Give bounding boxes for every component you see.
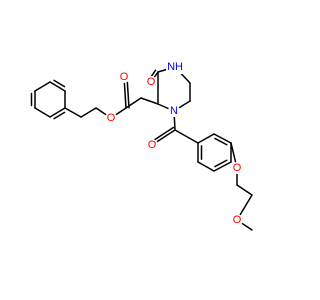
atom-o-methoxy: O (231, 214, 243, 226)
bond-8 (34, 81, 51, 92)
molecule-canvas: O O O NH N O O (30, 60, 253, 231)
bond-7 (53, 79, 66, 88)
atom-o-ester-link: O (105, 112, 117, 124)
atom-o-aryl-ether-label: O (233, 162, 242, 174)
bond-10 (80, 107, 97, 118)
atom-n-acyl: N (168, 105, 180, 117)
bond-28 (174, 129, 199, 144)
bond-34 (214, 159, 228, 168)
bond-4 (53, 111, 66, 120)
atom-o-ester-carbonyl-label: O (120, 71, 129, 83)
atom-label-layer: O O O NH N O O (105, 60, 243, 226)
atom-o-lactam: O (145, 76, 157, 88)
bond-16 (140, 97, 159, 105)
atom-n-amide-h-label: NH (167, 61, 183, 73)
bond-2 (34, 107, 51, 118)
atom-o-benzoyl-label: O (148, 139, 157, 151)
bond-6 (49, 81, 66, 92)
bond-31 (214, 137, 228, 146)
atom-o-lactam-label: O (147, 76, 156, 88)
atom-o-ester-carbonyl: O (118, 71, 130, 83)
bond-15 (125, 97, 142, 109)
bond-layer (30, 66, 253, 231)
bond-3 (49, 107, 66, 118)
bond-33 (213, 161, 232, 172)
bond-30 (213, 133, 232, 144)
molecule-structure: O O O NH N O O (30, 60, 253, 231)
atom-o-methoxy-label: O (233, 214, 242, 226)
atom-n-amide-h: NH (166, 60, 184, 74)
bond-29 (197, 133, 215, 144)
atom-o-aryl-ether: O (231, 162, 243, 174)
bond-40 (236, 184, 253, 196)
atom-n-acyl-label: N (170, 105, 178, 117)
atom-o-ester-link-label: O (107, 112, 116, 124)
bond-35 (197, 161, 215, 172)
atom-o-benzoyl: O (146, 139, 158, 151)
bond-9 (64, 107, 82, 118)
